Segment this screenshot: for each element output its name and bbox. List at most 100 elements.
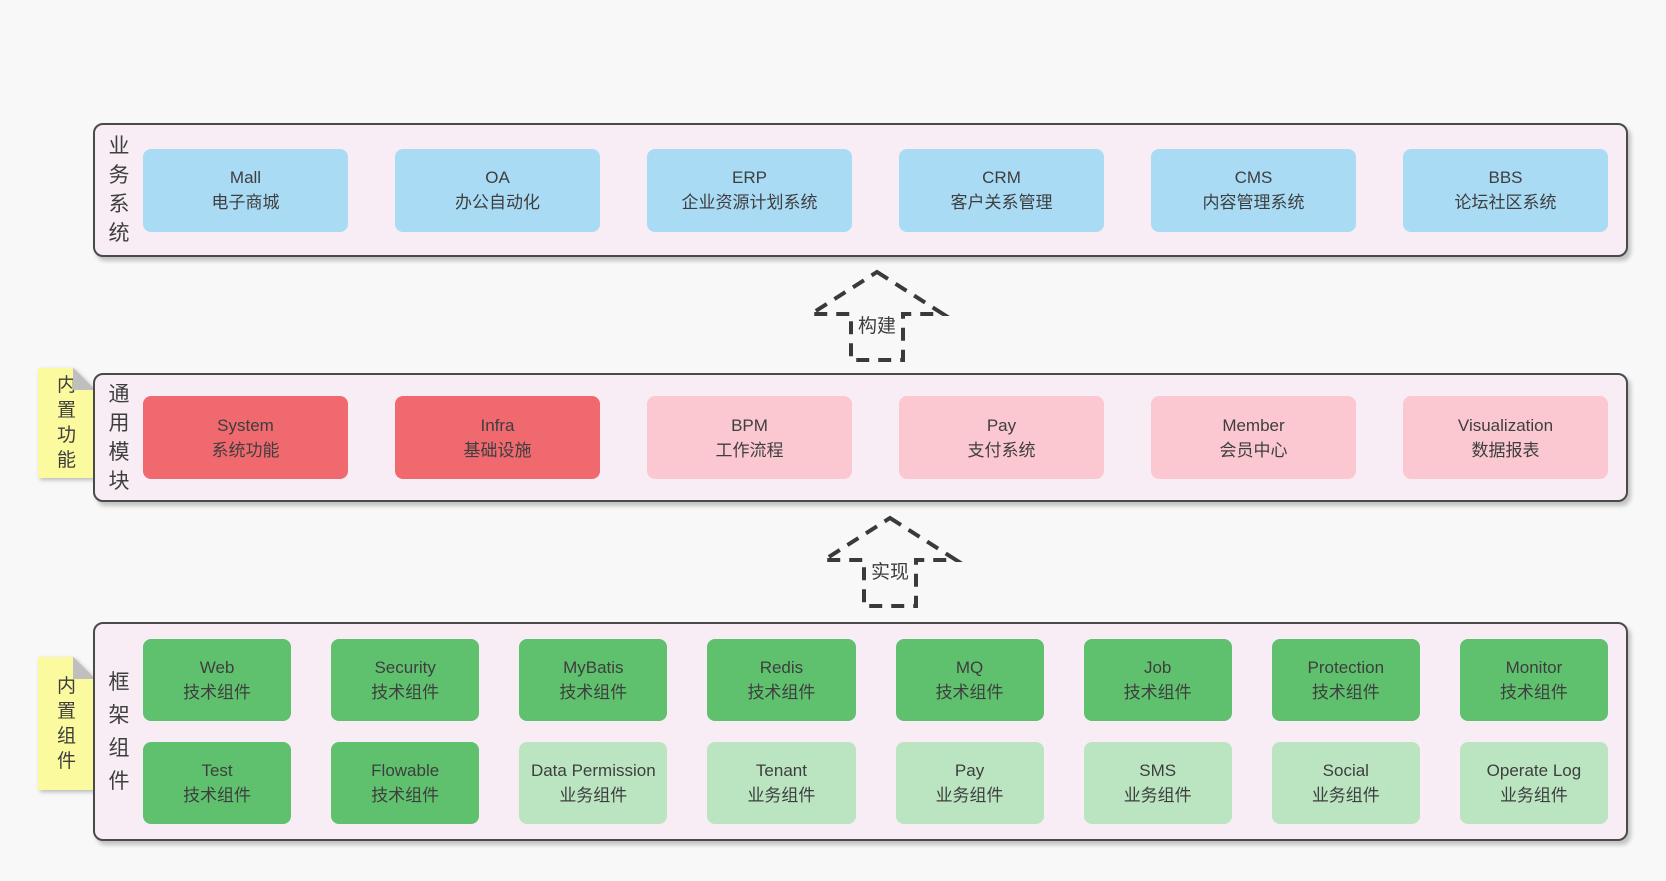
module-box-redis: Redis 技术组件 [707, 639, 856, 721]
module-box-protection: Protection 技术组件 [1271, 639, 1420, 721]
layer-business-systems: 业务系统 Mall 电子商城 OA 办公自动化 ERP 企业资源计划系统 CRM 客户关系管理… [93, 123, 1628, 257]
module-box-bbs: BBS 论坛社区系统 [1403, 148, 1608, 232]
module-box-web: Web 技术组件 [143, 639, 292, 721]
implement-arrow: 实现 [815, 514, 965, 610]
module-box-erp: ERP 企业资源计划系统 [647, 148, 852, 232]
module-box-data-permission: Data Permission 业务组件 [519, 742, 668, 824]
module-box-desc: 业务组件 [1499, 786, 1568, 805]
module-box-system: System 系统功能 [143, 396, 348, 479]
module-box-name: MyBatis [563, 658, 624, 677]
module-box-name: OA [485, 168, 510, 187]
module-box-name: Pay [954, 761, 985, 780]
build-arrow-label: 构建 [854, 310, 900, 339]
module-box-desc: 业务组件 [747, 786, 816, 805]
module-box-desc: 内容管理系统 [1202, 193, 1305, 212]
module-box-name: Protection [1307, 658, 1385, 677]
layer-business-label: 业务系统 [108, 135, 130, 245]
module-box-desc: 电子商城 [211, 193, 280, 212]
module-box-desc: 业务组件 [935, 786, 1004, 805]
module-box-operate-log: Operate Log 业务组件 [1459, 742, 1608, 824]
module-box-name: Flowable [371, 761, 440, 780]
module-box-name: System [217, 415, 274, 435]
module-box-name: CMS [1234, 168, 1273, 187]
module-box-name: Job [1143, 658, 1172, 677]
module-box-desc: 技术组件 [1499, 683, 1568, 702]
module-box-sms: SMS 业务组件 [1083, 742, 1232, 824]
module-box-name: Visualization [1457, 415, 1554, 435]
module-box-name: Tenant [755, 761, 807, 780]
module-box-infra: Infra 基础设施 [395, 396, 600, 479]
module-box-mq: MQ 技术组件 [895, 639, 1044, 721]
module-box-desc: 技术组件 [183, 786, 252, 805]
module-box-name: SMS [1139, 761, 1177, 780]
module-box-desc: 论坛社区系统 [1454, 193, 1557, 212]
module-box-tenant: Tenant 业务组件 [707, 742, 856, 824]
module-box-name: Test [201, 761, 233, 780]
module-box-desc: 客户关系管理 [950, 193, 1053, 212]
module-box-bpm: BPM 工作流程 [647, 396, 852, 479]
business-boxes-grid: Mall 电子商城 OA 办公自动化 ERP 企业资源计划系统 CRM 客户关系管理 CMS 内容… [143, 125, 1626, 255]
sticky-note-builtin-components: 内置组件 [38, 657, 95, 790]
module-box-name: Social [1322, 761, 1369, 780]
module-box-pay: Pay 业务组件 [895, 742, 1044, 824]
module-box-name: Operate Log [1486, 761, 1582, 780]
module-box-desc: 基础设施 [463, 440, 532, 460]
modules-boxes-grid: System 系统功能 Infra 基础设施 BPM 工作流程 Pay 支付系统 Member 会… [143, 375, 1626, 500]
implement-arrow-label: 实现 [867, 556, 913, 585]
module-box-desc: 业务组件 [1123, 786, 1192, 805]
module-box-name: Member [1222, 415, 1285, 435]
module-box-name: Security [374, 658, 436, 677]
module-box-name: CRM [982, 168, 1021, 187]
module-box-desc: 业务组件 [559, 786, 628, 805]
module-box-desc: 业务组件 [1311, 786, 1380, 805]
module-box-cms: CMS 内容管理系统 [1151, 148, 1356, 232]
module-box-name: Redis [759, 658, 804, 677]
module-box-desc: 会员中心 [1219, 440, 1288, 460]
module-box-desc: 技术组件 [559, 683, 628, 702]
dashed-up-arrow-icon [804, 269, 950, 362]
module-box-name: Infra [480, 415, 515, 435]
module-box-name: Mall [229, 168, 262, 187]
module-box-desc: 系统功能 [211, 440, 280, 460]
module-box-name: Data Permission [530, 761, 656, 780]
module-box-name: BBS [1488, 168, 1523, 187]
sticky-note-builtin-features-text: 内置功能 [56, 375, 76, 471]
module-box-mall: Mall 电子商城 [143, 148, 348, 232]
module-box-social: Social 业务组件 [1271, 742, 1420, 824]
module-box-desc: 技术组件 [1123, 683, 1192, 702]
module-box-pay: Pay 支付系统 [899, 396, 1104, 479]
module-box-desc: 技术组件 [747, 683, 816, 702]
module-box-desc: 企业资源计划系统 [681, 193, 818, 212]
module-box-desc: 技术组件 [935, 683, 1004, 702]
module-box-test: Test 技术组件 [143, 742, 292, 824]
module-box-desc: 办公自动化 [455, 193, 540, 212]
module-box-desc: 技术组件 [371, 683, 440, 702]
module-box-name: Web [199, 658, 235, 677]
module-box-job: Job 技术组件 [1083, 639, 1232, 721]
module-box-oa: OA 办公自动化 [395, 148, 600, 232]
module-box-security: Security 技术组件 [331, 639, 480, 721]
layer-framework-label: 框架组件 [108, 670, 130, 793]
module-box-desc: 技术组件 [1311, 683, 1380, 702]
module-box-desc: 支付系统 [967, 440, 1036, 460]
module-box-desc: 数据报表 [1471, 440, 1540, 460]
module-box-name: Pay [986, 415, 1017, 435]
module-box-flowable: Flowable 技术组件 [331, 742, 480, 824]
module-box-desc: 技术组件 [183, 683, 252, 702]
module-box-desc: 技术组件 [371, 786, 440, 805]
module-box-visualization: Visualization 数据报表 [1403, 396, 1608, 479]
module-box-name: ERP [732, 168, 767, 187]
module-box-name: BPM [731, 415, 768, 435]
module-box-name: MQ [955, 658, 984, 677]
module-box-member: Member 会员中心 [1151, 396, 1356, 479]
sticky-note-builtin-components-text: 内置组件 [56, 675, 76, 772]
module-box-mybatis: MyBatis 技术组件 [519, 639, 668, 721]
module-box-crm: CRM 客户关系管理 [899, 148, 1104, 232]
module-box-desc: 工作流程 [715, 440, 784, 460]
sticky-note-builtin-features: 内置功能 [38, 368, 95, 478]
